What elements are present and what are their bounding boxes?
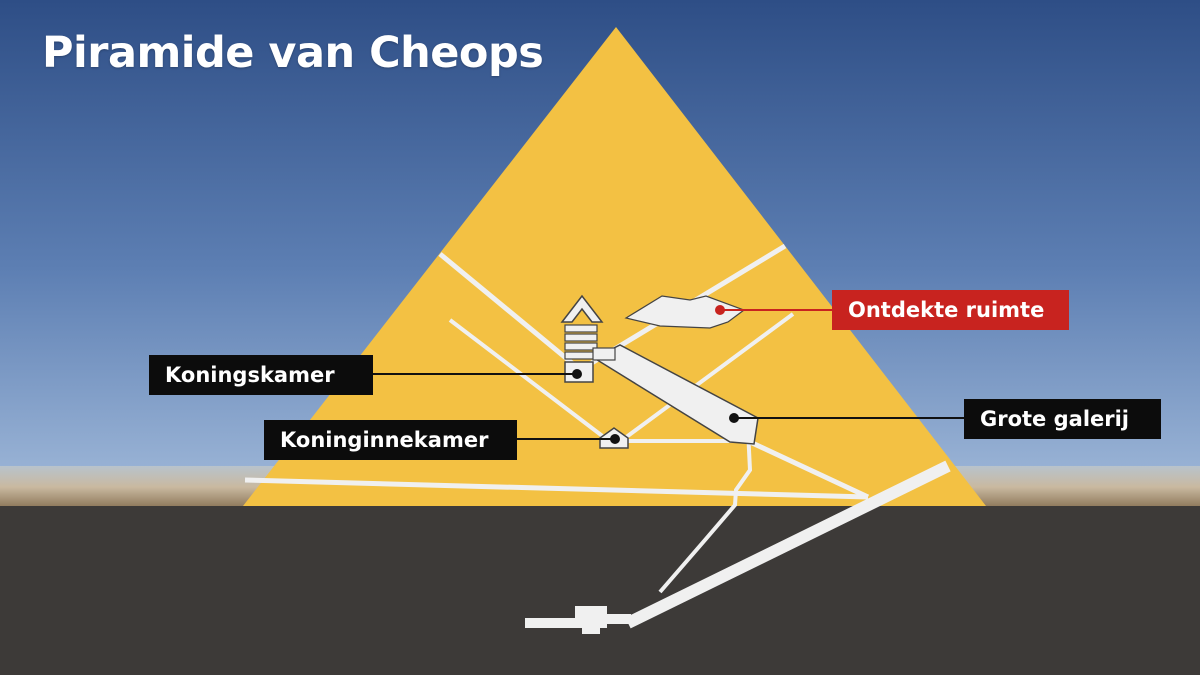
relieving-chamber-3 [564, 342, 598, 351]
pyramid [243, 27, 986, 506]
well-shaft [658, 429, 753, 594]
relieving-chamber-1 [564, 324, 598, 333]
dot-koningskamer [572, 369, 582, 379]
page-title: Piramide van Cheops [42, 28, 544, 78]
descending-passage [244, 477, 869, 500]
subterranean-link [605, 614, 631, 624]
leader-dots [572, 305, 739, 444]
label-koningskamer: Koningskamer [149, 355, 373, 395]
underground [0, 506, 1200, 675]
chambers [525, 294, 759, 634]
subterranean-chamber [575, 606, 607, 628]
air-shaft-queen-north [448, 318, 607, 440]
subterranean-passage [525, 618, 580, 628]
relieving-chamber-2 [564, 333, 598, 342]
dot-koninginnekamer [610, 434, 620, 444]
label-grote-galerij: Grote galerij [964, 399, 1161, 439]
label-ontdekte-ruimte: Ontdekte ruimte [832, 290, 1069, 330]
descending-passage-lower [625, 460, 951, 629]
relieving-chambers-roof [560, 294, 604, 323]
relieving-chamber-4 [564, 351, 598, 360]
leader-lines [373, 309, 964, 440]
label-koninginnekamer: Koninginnekamer [264, 420, 517, 460]
grand-gallery [592, 344, 759, 445]
subterranean-pit [582, 624, 600, 634]
air-shaft-king-north [438, 252, 580, 370]
dot-grote-galerij [729, 413, 739, 423]
dot-ontdekte-ruimte [715, 305, 725, 315]
ascending-passage [746, 438, 870, 500]
air-shaft-queen-south [623, 312, 795, 440]
antechamber [592, 347, 616, 361]
